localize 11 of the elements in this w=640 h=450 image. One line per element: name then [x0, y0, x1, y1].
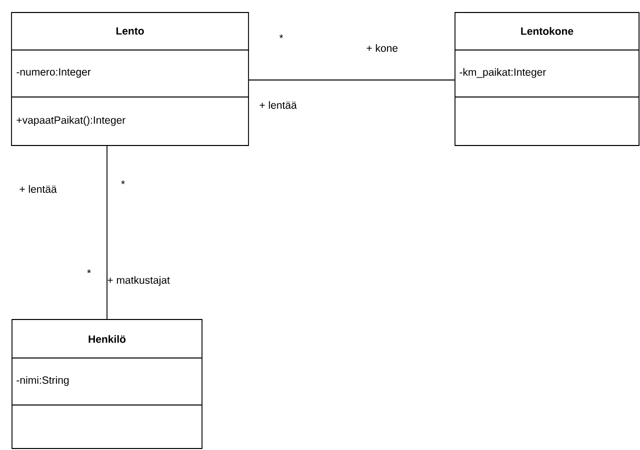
class-box: Henkilö -nimi:String [12, 319, 202, 449]
multiplicity-mark: * [87, 269, 91, 274]
multiplicity-mark: * [121, 180, 125, 184]
role-name: + lentää [20, 185, 57, 193]
role-name: + kone [366, 44, 398, 52]
role-name: + lentää [260, 101, 297, 109]
class-box: Lentokone -km_paikat:Integer [454, 12, 640, 146]
class-box: Lento -numero:Integer +vapaatPaikat():Integer [11, 12, 250, 146]
multiplicity-mark: * [279, 34, 284, 38]
association-line [106, 146, 108, 320]
role-name: + matkustajat [108, 276, 170, 286]
